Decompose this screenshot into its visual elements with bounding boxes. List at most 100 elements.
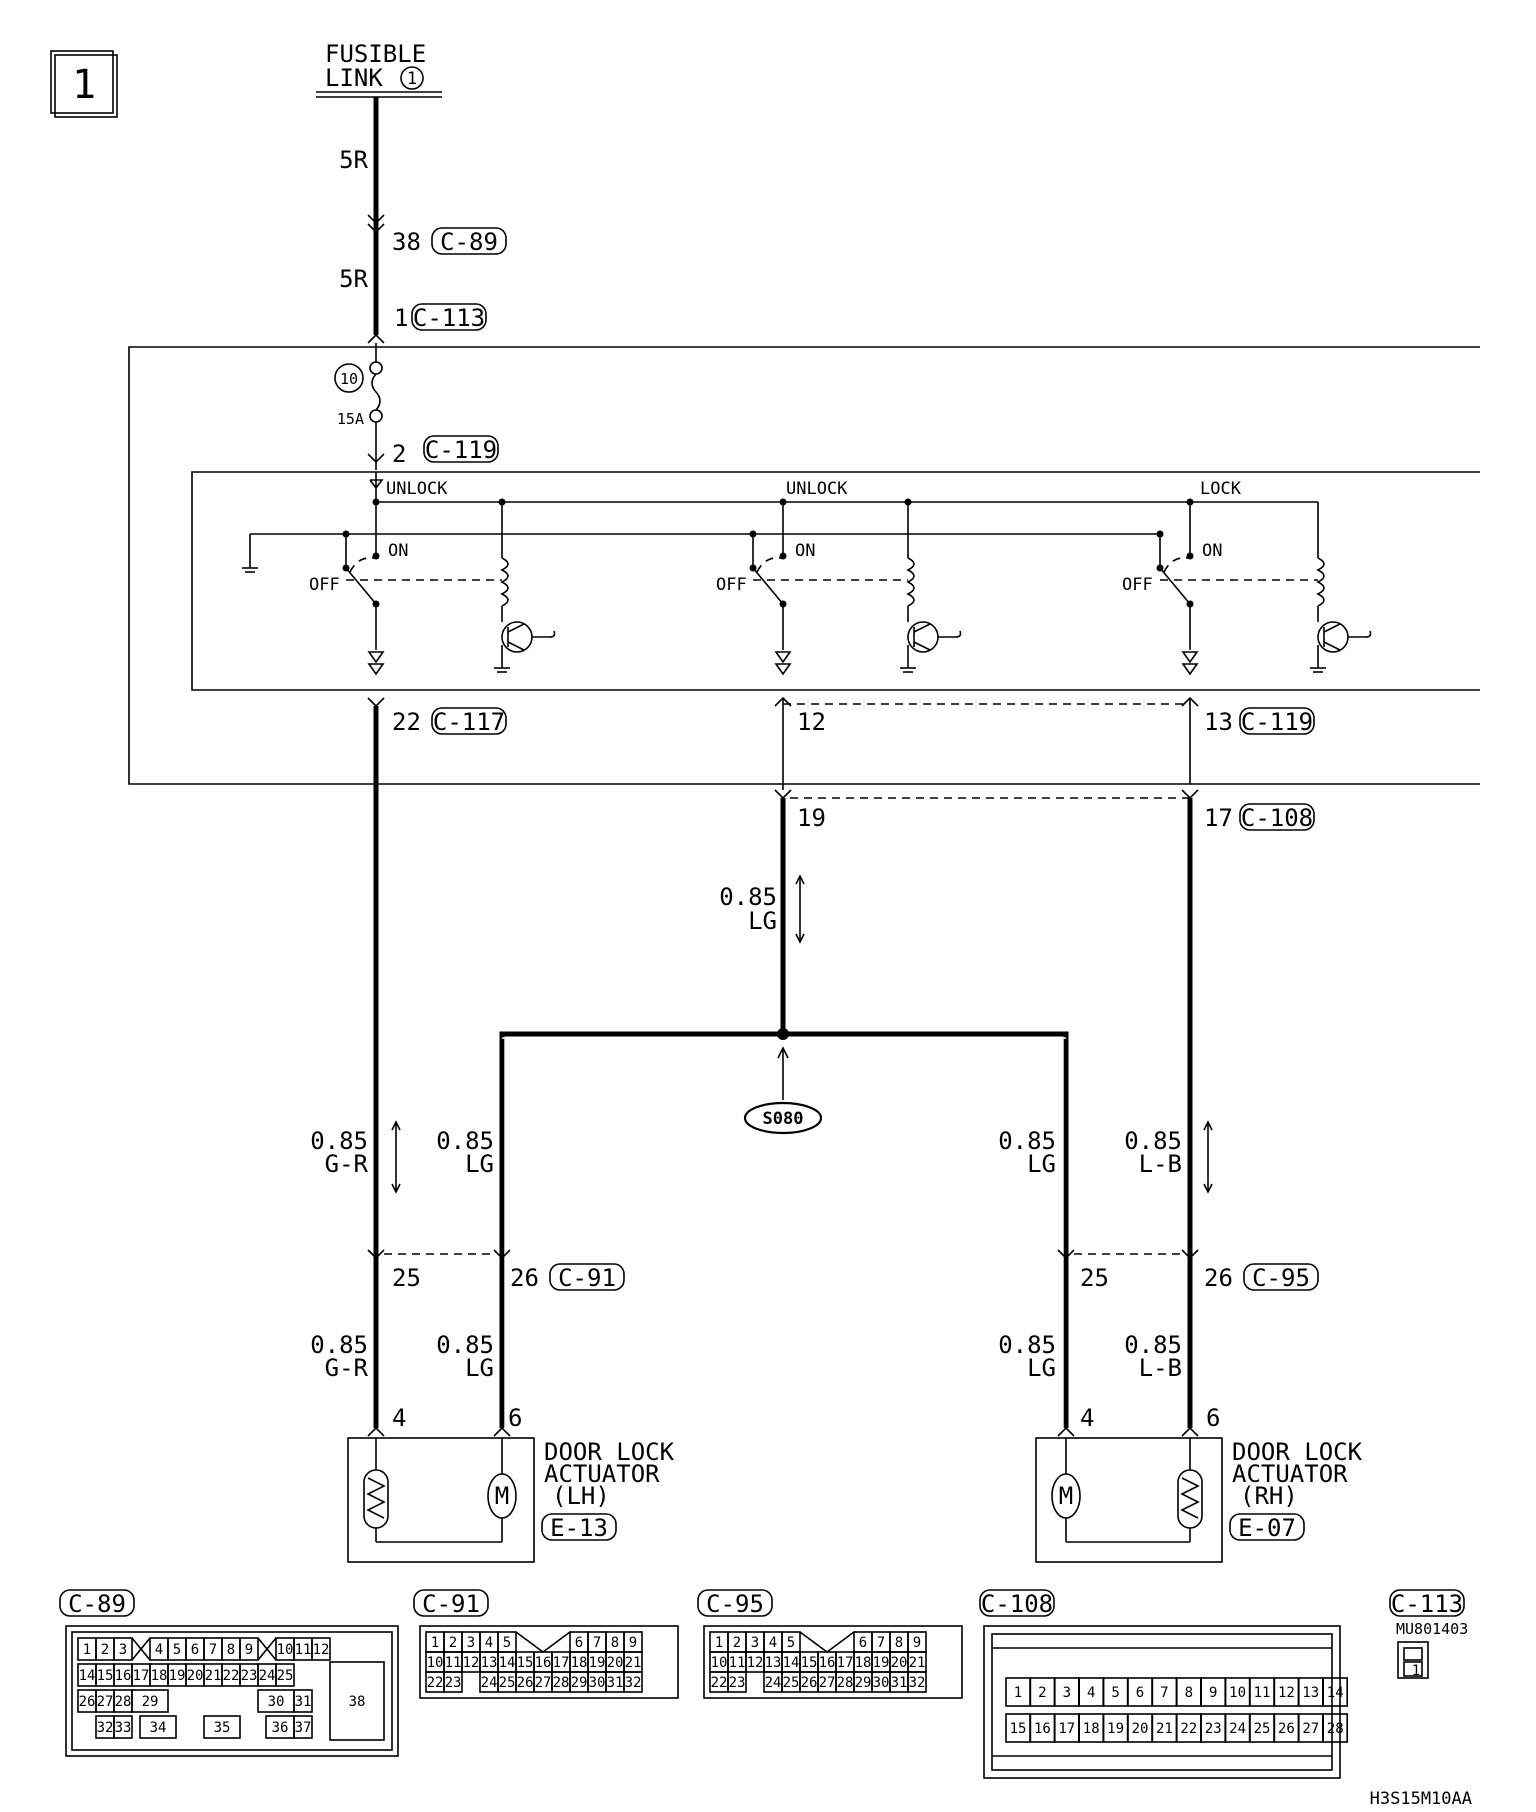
c89-pin-33: 33 (115, 1720, 132, 1736)
relay-3-label: LOCK (1200, 479, 1242, 499)
c89-pin-28: 28 (115, 1694, 132, 1710)
wire-gr-size-1: 0.85 (310, 1127, 368, 1155)
c108-pin-28: 28 (1327, 1721, 1344, 1737)
relay-1-on: ON (388, 541, 408, 561)
wire-lg-rh-size-1: 0.85 (998, 1127, 1056, 1155)
wire-lb-size-2: 0.85 (1124, 1331, 1182, 1359)
wire-lg-rh-size-2: 0.85 (998, 1331, 1056, 1359)
c89-pin-2: 2 (101, 1642, 109, 1658)
c108-pin-20: 20 (1132, 1721, 1149, 1737)
c89-pin-35: 35 (214, 1720, 231, 1736)
c89-pin-5: 5 (173, 1642, 181, 1658)
wire-lg-rh-color-2: LG (1027, 1354, 1056, 1382)
pin-6-lh: 6 (508, 1404, 522, 1432)
c89-pin-37: 37 (295, 1720, 312, 1736)
c95-pin-31: 31 (891, 1675, 908, 1691)
c108-pin-27: 27 (1302, 1721, 1319, 1737)
relay-1-label: UNLOCK (386, 479, 448, 499)
c108-pin-22: 22 (1180, 1721, 1197, 1737)
c89-pin-27: 27 (97, 1694, 114, 1710)
pin-19: 19 (797, 804, 826, 832)
c89-pin-14: 14 (79, 1668, 96, 1684)
c91-pin-3: 3 (467, 1635, 475, 1651)
pin-25-rh: 25 (1080, 1264, 1109, 1292)
c91-pin-25: 25 (499, 1675, 516, 1691)
page-number: 1 (72, 62, 96, 108)
c95-pin-12: 12 (747, 1655, 764, 1671)
c91-pin-9: 9 (629, 1635, 637, 1651)
c89-pin-16: 16 (115, 1668, 132, 1684)
c108-pin-23: 23 (1205, 1721, 1222, 1737)
c108-pin-11: 11 (1254, 1685, 1271, 1701)
c108-pin-10: 10 (1229, 1685, 1246, 1701)
connector-c108-label: C-108 (1241, 804, 1313, 832)
page-number-box: 1 (50, 50, 118, 118)
connector-c113-pin: 1 (1412, 1663, 1420, 1679)
actuator-rh-line3: (RH) (1240, 1482, 1298, 1510)
motor-rh: M (1059, 1482, 1073, 1510)
c91-pin-1: 1 (431, 1635, 439, 1651)
drawing-code: H3S15M10AA (1370, 1789, 1472, 1809)
c108-pin-1: 1 (1014, 1685, 1022, 1701)
relay-section-outline (191, 471, 1480, 691)
c91-pin-31: 31 (607, 1675, 624, 1691)
c108-pin-18: 18 (1083, 1721, 1100, 1737)
c108-pin-8: 8 (1185, 1685, 1193, 1701)
c89-pin-38: 38 (349, 1694, 366, 1710)
actuator-lh-line2: ACTUATOR (544, 1460, 660, 1488)
c95-pin-23: 23 (729, 1675, 746, 1691)
c91-pin-26: 26 (517, 1675, 534, 1691)
fuse-number: 10 (340, 370, 358, 388)
c89-pin-1: 1 (83, 1642, 91, 1658)
c89-pin-36: 36 (272, 1720, 289, 1736)
c89-pin-21: 21 (205, 1668, 222, 1684)
actuator-lh-line1: DOOR LOCK (544, 1438, 675, 1466)
c91-pin-14: 14 (499, 1655, 516, 1671)
pin-2: 2 (392, 440, 406, 468)
wire-lg-rh-color-1: LG (1027, 1150, 1056, 1178)
c89-pin-23: 23 (241, 1668, 258, 1684)
c91-pin-2: 2 (449, 1635, 457, 1651)
pin-1: 1 (394, 304, 408, 332)
c95-pin-25: 25 (783, 1675, 800, 1691)
c95-pin-9: 9 (913, 1635, 921, 1651)
wire-5r-label-lower: 5R (339, 265, 368, 293)
connector-c119-label-top: C-119 (425, 436, 497, 464)
c95-pin-11: 11 (729, 1655, 746, 1671)
c91-pin-22: 22 (427, 1675, 444, 1691)
c91-pin-19: 19 (589, 1655, 606, 1671)
relay-unlock-2: UNLOCK ON OFF (716, 479, 962, 676)
relay-lock: LOCK ON OFF (1122, 479, 1372, 676)
c95-pin-14: 14 (783, 1655, 800, 1671)
relay-2-off: OFF (716, 575, 747, 595)
c95-pin-15: 15 (801, 1655, 818, 1671)
c108-pin-21: 21 (1156, 1721, 1173, 1737)
fusible-link: FUSIBLE LINK 1 (316, 40, 442, 98)
connector-c91-label: C-91 (558, 1264, 616, 1292)
wire-lg-lh-size-2: 0.85 (436, 1331, 494, 1359)
c95-pin-1: 1 (715, 1635, 723, 1651)
c108-pin-14: 14 (1327, 1685, 1344, 1701)
fusible-link-circle (400, 66, 424, 90)
c89-pin-4: 4 (155, 1642, 163, 1658)
c95-pin-5: 5 (787, 1635, 795, 1651)
splice-s080: S080 (763, 1109, 804, 1129)
c95-pin-17: 17 (837, 1655, 854, 1671)
c95-pin-3: 3 (751, 1635, 759, 1651)
wire-lb-color-1: L-B (1139, 1150, 1182, 1178)
c95-pin-18: 18 (855, 1655, 872, 1671)
wire-gr-color-1: G-R (325, 1150, 369, 1178)
connector-c95-label: C-95 (1252, 1264, 1310, 1292)
pin-4-rh: 4 (1080, 1404, 1094, 1432)
c95-pin-8: 8 (895, 1635, 903, 1651)
c108-pin-13: 13 (1302, 1685, 1319, 1701)
c91-pin-20: 20 (607, 1655, 624, 1671)
door-lock-actuator-rh: 4 6 M DOOR LOCK ACTUATOR (RH) E-07 (1035, 1404, 1363, 1563)
wire-gr-size-2: 0.85 (310, 1331, 368, 1359)
c95-pin-21: 21 (909, 1655, 926, 1671)
c108-pin-24: 24 (1229, 1721, 1246, 1737)
etacs-module-outline (128, 346, 1480, 785)
connector-c117-label: C-117 (433, 708, 505, 736)
